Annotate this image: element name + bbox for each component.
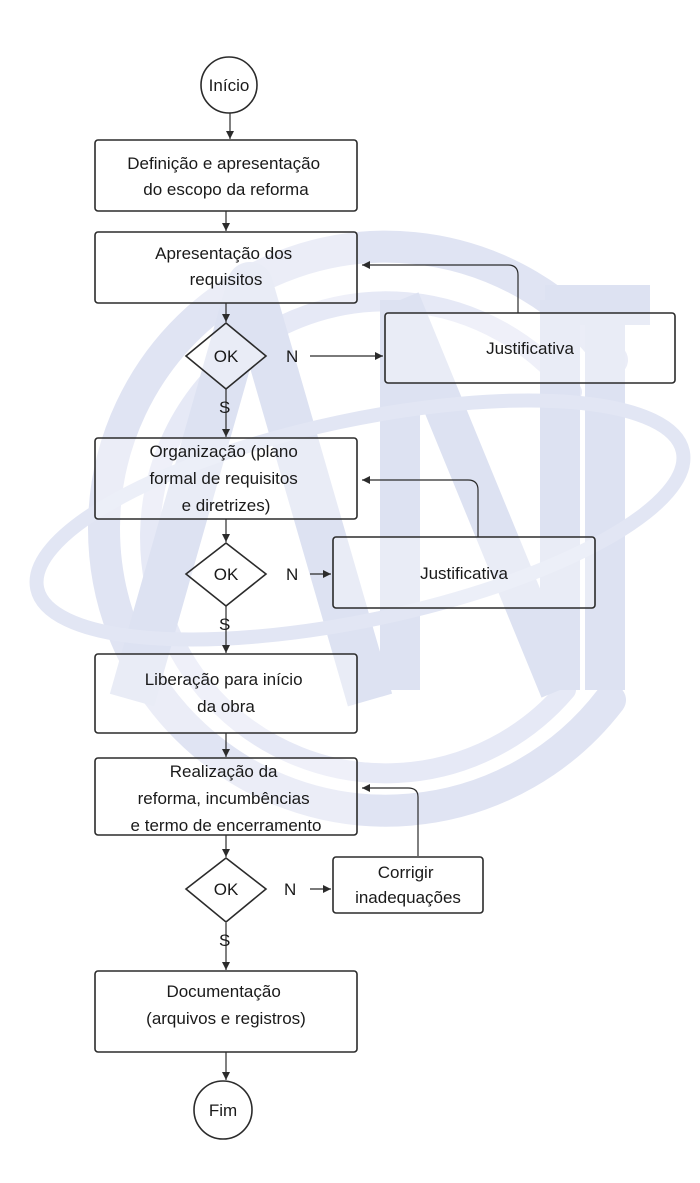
step-line: do escopo da reforma [143, 180, 309, 199]
decision-ok-1: OK [184, 321, 268, 391]
step-line: formal de requisitos [149, 469, 297, 488]
side-label: Justificativa [486, 339, 574, 358]
yes-label: S [219, 398, 230, 417]
svg-text:Organização (plano forma: Organização (plano formal de requisitos … [149, 442, 302, 515]
no-label: N [286, 565, 298, 584]
svg-text:Definição e apresentação: Definição e apresentação do escopo da re… [127, 154, 325, 199]
side-box-corrigir-inadequacoes: Corrigir inadequações [332, 856, 484, 914]
flow-connectors [222, 113, 519, 1080]
step-line: Realização da [170, 762, 278, 781]
svg-text:Liberação para início da: Liberação para início da obra [145, 670, 308, 716]
yes-label: S [219, 931, 230, 950]
decision-label: OK [214, 347, 239, 366]
step-line: Definição e apresentação [127, 154, 320, 173]
step-apresentacao-requisitos: Apresentação dos requisitos [94, 231, 358, 304]
step-liberacao-obra: Liberação para início da obra [94, 653, 358, 734]
end-terminal: Fim [193, 1080, 253, 1140]
step-definicao-escopo: Definição e apresentação do escopo da re… [94, 139, 358, 212]
side-label: inadequações [355, 888, 461, 907]
step-line: Organização (plano [149, 442, 297, 461]
step-documentacao: Documentação (arquivos e registros) [94, 970, 358, 1053]
svg-text:Documentação (arquivos e: Documentação (arquivos e registros) [146, 982, 306, 1028]
step-line: Apresentação dos [155, 244, 292, 263]
step-realizacao-reforma: Realização da reforma, incumbências e te… [94, 757, 358, 836]
svg-text:Apresentação dos requisi: Apresentação dos requisitos [155, 244, 297, 289]
step-line: reforma, incumbências [138, 789, 310, 808]
decision-label: OK [214, 565, 239, 584]
svg-text:Realização da reforma, i: Realização da reforma, incumbências e te… [131, 762, 322, 835]
decision-ok-3: OK [184, 856, 268, 924]
no-label: N [286, 347, 298, 366]
step-line: e termo de encerramento [131, 816, 322, 835]
side-box-justificativa-2: Justificativa [332, 536, 596, 609]
yes-label: S [219, 615, 230, 634]
step-line: e diretrizes) [182, 496, 271, 515]
no-label: N [284, 880, 296, 899]
abnt-watermark-logo [29, 230, 691, 827]
step-organizacao: Organização (plano formal de requisitos … [94, 437, 358, 520]
step-line: da obra [197, 697, 255, 716]
end-label: Fim [209, 1101, 237, 1120]
side-label: Justificativa [420, 564, 508, 583]
decision-label: OK [214, 880, 239, 899]
start-terminal: Início [200, 56, 258, 114]
side-label: Corrigir [378, 863, 434, 882]
side-box-justificativa-1: Justificativa [384, 312, 676, 384]
svg-text:Corrigir inadequações: Corrigir inadequações [355, 863, 461, 907]
step-line: Documentação [166, 982, 280, 1001]
step-line: (arquivos e registros) [146, 1009, 306, 1028]
decision-ok-2: OK [184, 541, 268, 608]
step-line: Liberação para início [145, 670, 303, 689]
step-line: requisitos [190, 270, 263, 289]
start-label: Início [209, 76, 250, 95]
